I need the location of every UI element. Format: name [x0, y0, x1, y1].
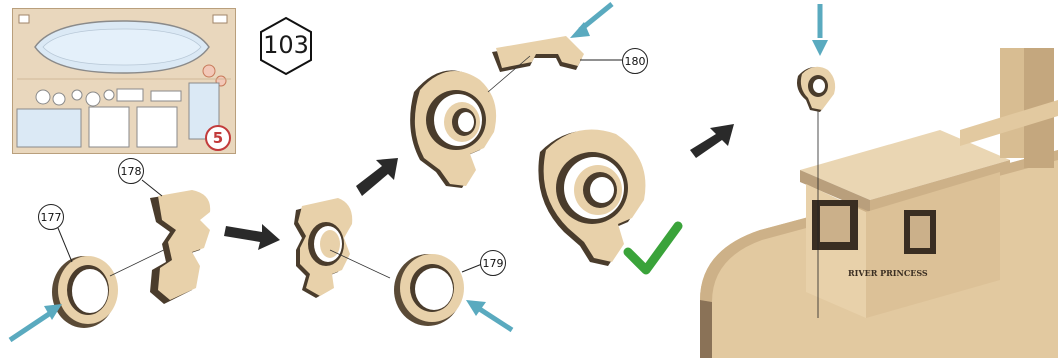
callout-178: 178: [118, 158, 144, 184]
completed-part-piece: [538, 130, 645, 266]
push-arrow-icon: [10, 312, 52, 340]
next-arrow-2-icon: [356, 158, 398, 196]
boat-cabin-model: [700, 48, 1058, 358]
sub-assembly-piece: [294, 198, 352, 298]
part-177-ring: [52, 256, 118, 328]
part-placement-piece: [797, 67, 835, 112]
next-arrow-icon: [224, 224, 280, 250]
push-arrowhead-4-icon: [812, 40, 828, 56]
part-179-ring: [394, 254, 464, 326]
check-icon: [628, 226, 678, 270]
boat-nameplate: RIVER PRINCESS: [848, 268, 928, 278]
callout-180: 180: [622, 48, 648, 74]
upper-assembly-piece: [410, 70, 496, 188]
leader-177: [58, 228, 72, 262]
next-arrow-3-icon: [690, 124, 734, 158]
callout-179: 179: [480, 250, 506, 276]
leader-179: [462, 264, 482, 272]
callout-177: 177: [38, 204, 64, 230]
leader-178: [142, 180, 162, 196]
part-178-piece: [150, 190, 210, 304]
push-arrow-2-icon: [478, 308, 512, 330]
part-180-piece: [492, 36, 584, 72]
